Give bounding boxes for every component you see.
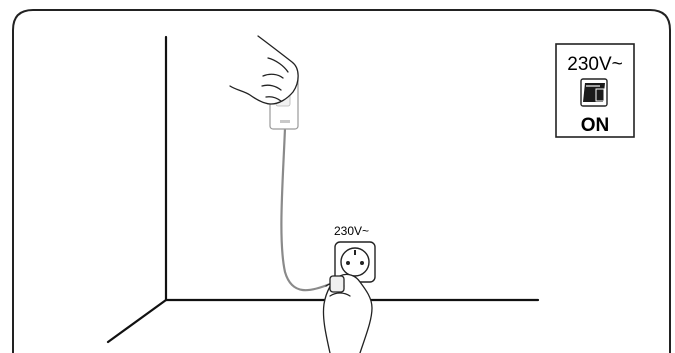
hand-pressing-device: [229, 35, 299, 105]
power-on-badge: [555, 43, 635, 138]
frame-border: [12, 9, 671, 353]
power-cable: [280, 127, 331, 292]
room-corner: [106, 35, 540, 344]
outlet-voltage-label: 230V~: [334, 224, 369, 238]
hand-inserting-plug: [322, 273, 373, 353]
wall-socket: [334, 241, 376, 283]
badge-on-label: ON: [581, 115, 610, 136]
power-switch-icon: [580, 78, 608, 107]
badge-voltage-label: 230V~: [567, 54, 622, 75]
